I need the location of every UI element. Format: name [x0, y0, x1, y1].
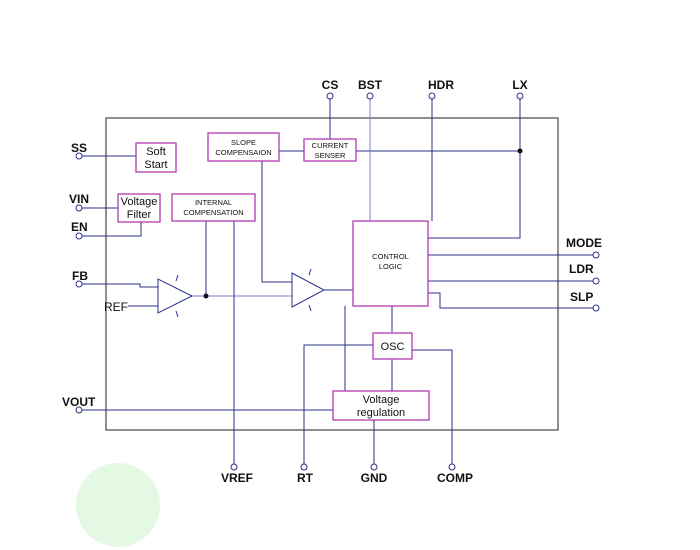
slope-compensation-line-2: COMPENSAION	[215, 148, 271, 157]
pin-label-comp: COMP	[437, 471, 473, 485]
pin-label-cs: CS	[322, 78, 339, 92]
internal-compensation-line-2: COMPENSATION	[183, 208, 243, 217]
voltage-filter-line-1: Voltage	[121, 196, 158, 208]
pin-label-ref: REF	[104, 300, 128, 314]
control-logic-line-1: CONTROL	[372, 252, 409, 261]
pin-label-vout: VOUT	[62, 395, 96, 409]
pin-label-rt: RT	[297, 471, 314, 485]
pin-label-bst: BST	[358, 78, 383, 92]
error-amplifier	[157, 274, 194, 318]
chip-outline	[105, 117, 559, 431]
pin-markers	[75, 92, 600, 471]
voltage-filter-line-2: Filter	[127, 209, 152, 221]
pwm-comparator	[291, 268, 326, 312]
watermark-blob	[76, 463, 160, 547]
pin-label-mode: MODE	[566, 236, 602, 250]
pin-label-slp: SLP	[570, 290, 593, 304]
control-logic-line-2: LOGIC	[379, 262, 403, 271]
slope-compensation-line-1: SLOPE	[231, 138, 256, 147]
soft-start-line-1: Soft	[146, 146, 166, 158]
voltage-regulation-line-2: regulation	[357, 407, 405, 419]
voltage-regulation-line-1: Voltage	[363, 394, 400, 406]
voltage-filter-block: Voltage Filter	[117, 193, 161, 223]
osc-label: OSC	[381, 341, 405, 353]
pin-label-vref: VREF	[221, 471, 253, 485]
internal-compensation-block: INTERNAL COMPENSATION	[171, 193, 256, 222]
pin-label-ldr: LDR	[569, 262, 594, 276]
pin-label-vin: VIN	[69, 192, 89, 206]
soft-start-line-2: Start	[144, 159, 167, 171]
junction-dot-lx	[517, 148, 523, 154]
soft-start-block: Soft Start	[135, 142, 177, 173]
voltage-regulation-block: Voltage regulation	[332, 390, 430, 421]
osc-block: OSC	[372, 332, 413, 360]
slope-compensation-block: SLOPE COMPENSAION	[207, 132, 280, 162]
pin-label-gnd: GND	[361, 471, 388, 485]
pin-label-hdr: HDR	[428, 78, 454, 92]
pin-label-ss: SS	[71, 141, 87, 155]
internal-compensation-line-1: INTERNAL	[195, 198, 232, 207]
wires	[82, 98, 593, 464]
pin-label-lx: LX	[512, 78, 527, 92]
current-senser-line-1: CURRENT	[312, 141, 349, 150]
pin-label-fb: FB	[72, 269, 88, 283]
junction-dot-amp	[203, 293, 209, 299]
current-senser-block: CURRENT SENSER	[303, 138, 357, 162]
pin-label-en: EN	[71, 220, 88, 234]
control-logic-block: CONTROL LOGIC	[352, 220, 429, 307]
current-senser-line-2: SENSER	[315, 151, 346, 160]
